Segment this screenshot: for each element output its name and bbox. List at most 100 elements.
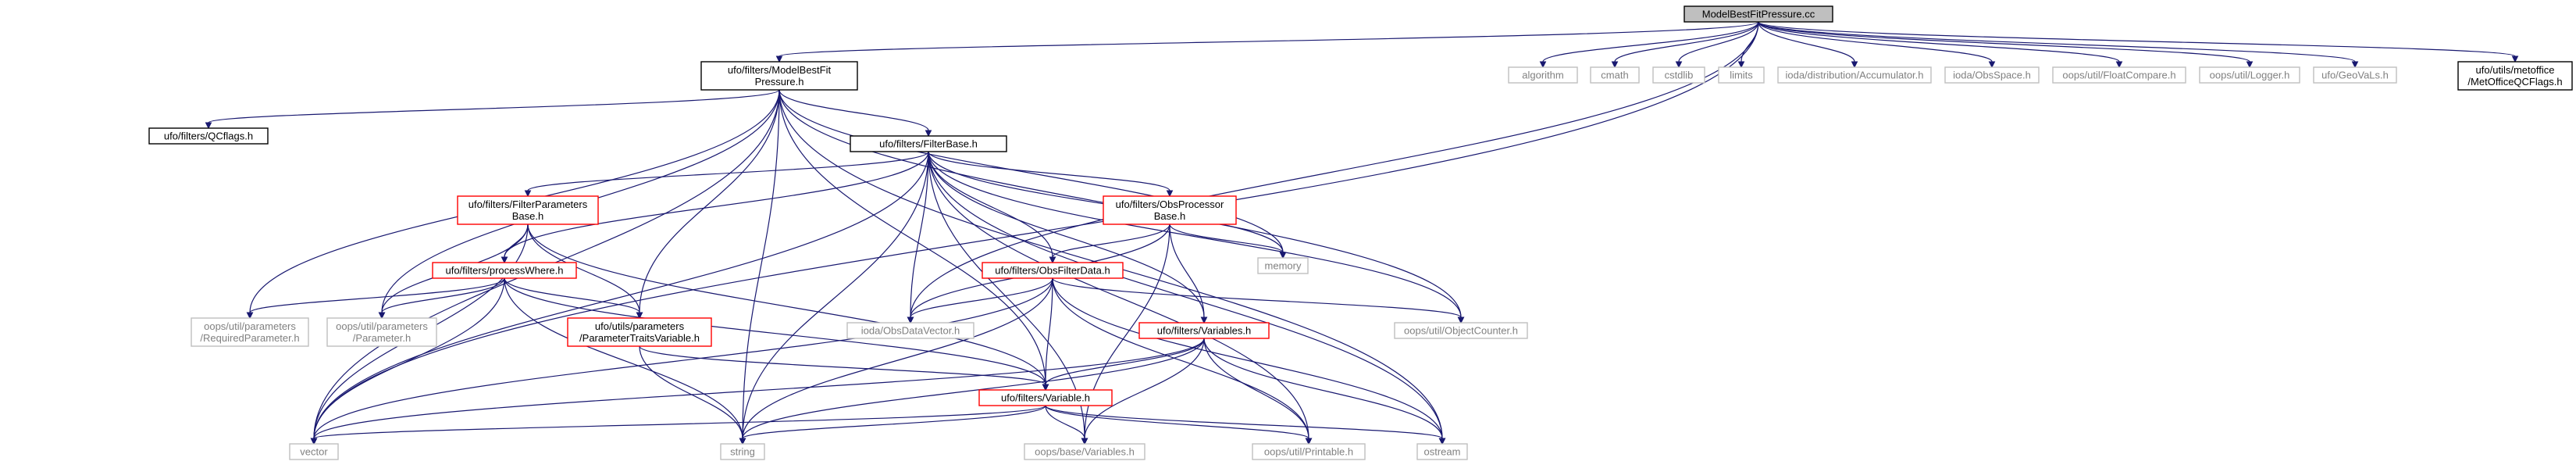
node-box — [1652, 66, 1705, 84]
node-label: string — [730, 446, 755, 458]
edge-filterbase-to-variables — [928, 151, 1208, 324]
edge-mbfp_h-to-variable — [779, 89, 1049, 392]
node-label: oops/util/parameters — [204, 320, 296, 332]
node-reqparam: oops/util/parameters/RequiredParameter.h — [191, 317, 309, 347]
node-cstdlib: cstdlib — [1652, 66, 1705, 84]
node-box — [846, 322, 974, 339]
edge-variable-to-ostream — [1045, 405, 1446, 445]
node-label: Base.h — [1154, 210, 1185, 222]
node-box — [1024, 443, 1145, 460]
node-label: Base.h — [512, 210, 543, 222]
edge-root-to-cstdlib — [1675, 21, 1759, 69]
node-label: cstdlib — [1665, 70, 1694, 81]
node-ostream: ostream — [1416, 443, 1468, 460]
node-label: ufo/filters/FilterBase.h — [879, 138, 978, 150]
node-limits: limits — [1718, 66, 1765, 84]
node-box — [148, 127, 269, 145]
node-qcflags[interactable]: ufo/filters/QCflags.h — [148, 127, 269, 145]
node-label: oops/base/Variables.h — [1035, 446, 1135, 458]
node-box — [2052, 66, 2186, 84]
node-label: memory — [1265, 260, 1302, 272]
node-label: algorithm — [1522, 70, 1563, 81]
node-label: ufo/filters/QCflags.h — [164, 131, 253, 142]
node-obsfilterdata[interactable]: ufo/filters/ObsFilterData.h — [982, 262, 1124, 279]
node-mbfp_h[interactable]: ufo/filters/ModelBestFitPressure.h — [700, 61, 858, 91]
node-box — [1394, 322, 1528, 339]
node-label: oops/util/Printable.h — [1264, 446, 1353, 458]
node-label: ostream — [1424, 446, 1461, 458]
node-geovals: ufo/GeoVaLs.h — [2313, 66, 2397, 84]
node-label: ioda/ObsSpace.h — [1953, 70, 2031, 81]
node-box — [326, 317, 437, 347]
edge-filterbase-to-obsproc — [928, 151, 1174, 198]
node-filterbase[interactable]: ufo/filters/FilterBase.h — [850, 135, 1007, 152]
edge-variables-to-string — [739, 338, 1205, 445]
node-label: /RequiredParameter.h — [200, 332, 299, 344]
edge-obsfilterdata-to-printable — [1052, 277, 1313, 445]
node-label: Pressure.h — [755, 76, 804, 88]
edge-filterbase-to-string — [739, 151, 929, 445]
edge-procwhere-to-param — [378, 277, 505, 320]
edge-root-to-floatcompare — [1758, 21, 2123, 69]
edge-variables-to-variable — [1042, 338, 1205, 392]
node-floatcompare: oops/util/FloatCompare.h — [2052, 66, 2186, 84]
node-procwhere[interactable]: ufo/filters/processWhere.h — [432, 262, 577, 279]
node-label: /MetOfficeQCFlags.h — [2467, 76, 2562, 88]
node-label: cmath — [1601, 70, 1628, 81]
node-box — [982, 262, 1124, 279]
node-box — [1590, 66, 1640, 84]
node-label: ufo/filters/ObsFilterData.h — [995, 265, 1110, 277]
node-box — [1777, 66, 1932, 84]
node-box — [978, 389, 1113, 406]
node-ptv[interactable]: ufo/utils/parameters/ParameterTraitsVari… — [567, 317, 712, 347]
node-box — [1103, 195, 1237, 225]
node-obsdatavector: ioda/ObsDataVector.h — [846, 322, 974, 339]
node-label: ioda/distribution/Accumulator.h — [1785, 70, 1923, 81]
node-box — [289, 443, 339, 460]
edge-obsproc-to-variables — [1169, 223, 1208, 324]
node-root[interactable]: ModelBestFitPressure.cc — [1683, 5, 1833, 23]
node-box — [567, 317, 712, 347]
node-cmath: cmath — [1590, 66, 1640, 84]
node-vector: vector — [289, 443, 339, 460]
dependency-edges — [205, 21, 2519, 445]
edge-root-to-cmath — [1611, 21, 1759, 69]
edge-root-to-algorithm — [1539, 21, 1759, 69]
node-box — [1257, 257, 1309, 274]
node-memory: memory — [1257, 257, 1309, 274]
node-label: ioda/ObsDataVector.h — [861, 325, 960, 337]
node-label: vector — [300, 446, 328, 458]
node-box — [850, 135, 1007, 152]
edge-root-to-geovals — [1758, 21, 2359, 69]
node-label: ufo/utils/parameters — [595, 320, 685, 332]
node-box — [1683, 5, 1833, 23]
edge-obsproc-to-obsfilterdata — [1049, 223, 1170, 264]
node-label: ufo/filters/Variable.h — [1001, 392, 1090, 404]
edge-variable-to-string — [739, 405, 1046, 445]
node-variables[interactable]: ufo/filters/Variables.h — [1138, 322, 1270, 339]
node-label: ufo/filters/ObsProcessor — [1116, 198, 1224, 210]
node-box — [1416, 443, 1468, 460]
node-variable[interactable]: ufo/filters/Variable.h — [978, 389, 1113, 406]
node-algorithm: algorithm — [1508, 66, 1578, 84]
edge-obsfilterdata-to-vector — [310, 277, 1053, 445]
node-label: /Parameter.h — [353, 332, 411, 344]
node-label: oops/util/FloatCompare.h — [2062, 70, 2175, 81]
edge-obsproc-to-memory — [1169, 223, 1287, 259]
edge-obsfilterdata-to-obsdatavector — [907, 277, 1053, 324]
node-accumulator: ioda/distribution/Accumulator.h — [1777, 66, 1932, 84]
node-param: oops/util/parameters/Parameter.h — [326, 317, 437, 347]
edge-filterbase-to-fpbase — [524, 151, 929, 198]
node-metoffice[interactable]: ufo/utils/metoffice/MetOfficeQCFlags.h — [2457, 61, 2573, 91]
edge-fpbase-to-procwhere — [501, 223, 529, 264]
edge-mbfp_h-to-qcflags — [205, 89, 780, 130]
node-box — [700, 61, 858, 91]
node-label: ModelBestFitPressure.cc — [1702, 9, 1815, 20]
node-box — [720, 443, 765, 460]
edge-ptv-to-variable — [639, 345, 1049, 392]
node-box — [1944, 66, 2040, 84]
node-string: string — [720, 443, 765, 460]
